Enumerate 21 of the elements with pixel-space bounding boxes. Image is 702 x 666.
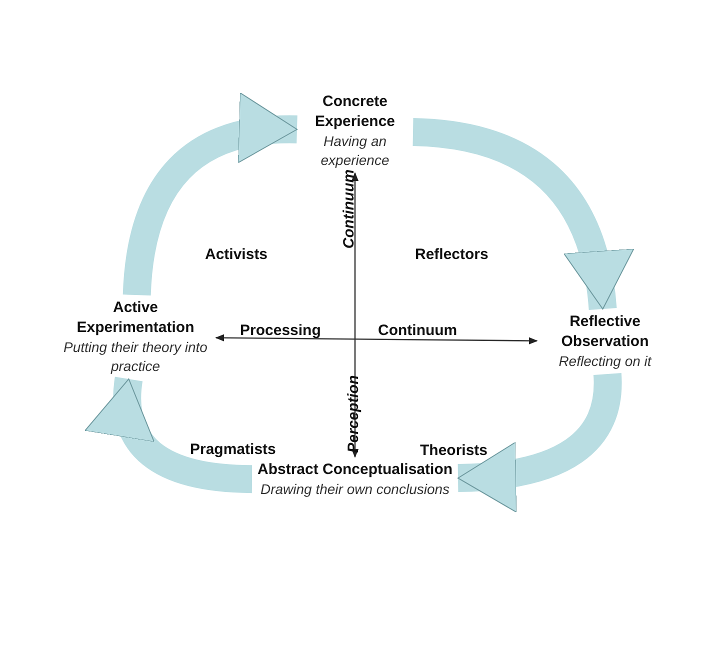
axis-arrow — [351, 172, 359, 458]
axis-label: Perception — [344, 375, 363, 453]
quadrant-label: Processing — [240, 322, 321, 340]
curved-block-arrow — [412, 118, 632, 311]
stage-description: Reflecting on it — [558, 352, 653, 371]
quadrant-label: Activists — [205, 246, 268, 264]
stage-title: Concrete Experience — [314, 92, 396, 132]
curved-block-arrow — [88, 378, 252, 494]
stage-description: Putting their theory into practice — [62, 338, 208, 376]
axis-label: Continuum — [340, 169, 359, 249]
quadrant-label: Continuum — [378, 322, 458, 340]
axis-arrow — [215, 334, 538, 344]
quadrant-label: Pragmatists — [190, 441, 276, 459]
stage-description: Having an experience — [320, 132, 390, 170]
stage-title: Abstract Conceptualisation — [256, 460, 454, 480]
stage-title: Reflective Observation — [560, 312, 650, 352]
curved-block-arrow — [122, 95, 298, 296]
quadrant-label: Reflectors — [415, 246, 488, 264]
stage-title: Active Experimentation — [76, 298, 196, 338]
stage-description: Drawing their own conclusions — [259, 480, 451, 499]
quadrant-label: Theorists — [420, 442, 488, 460]
